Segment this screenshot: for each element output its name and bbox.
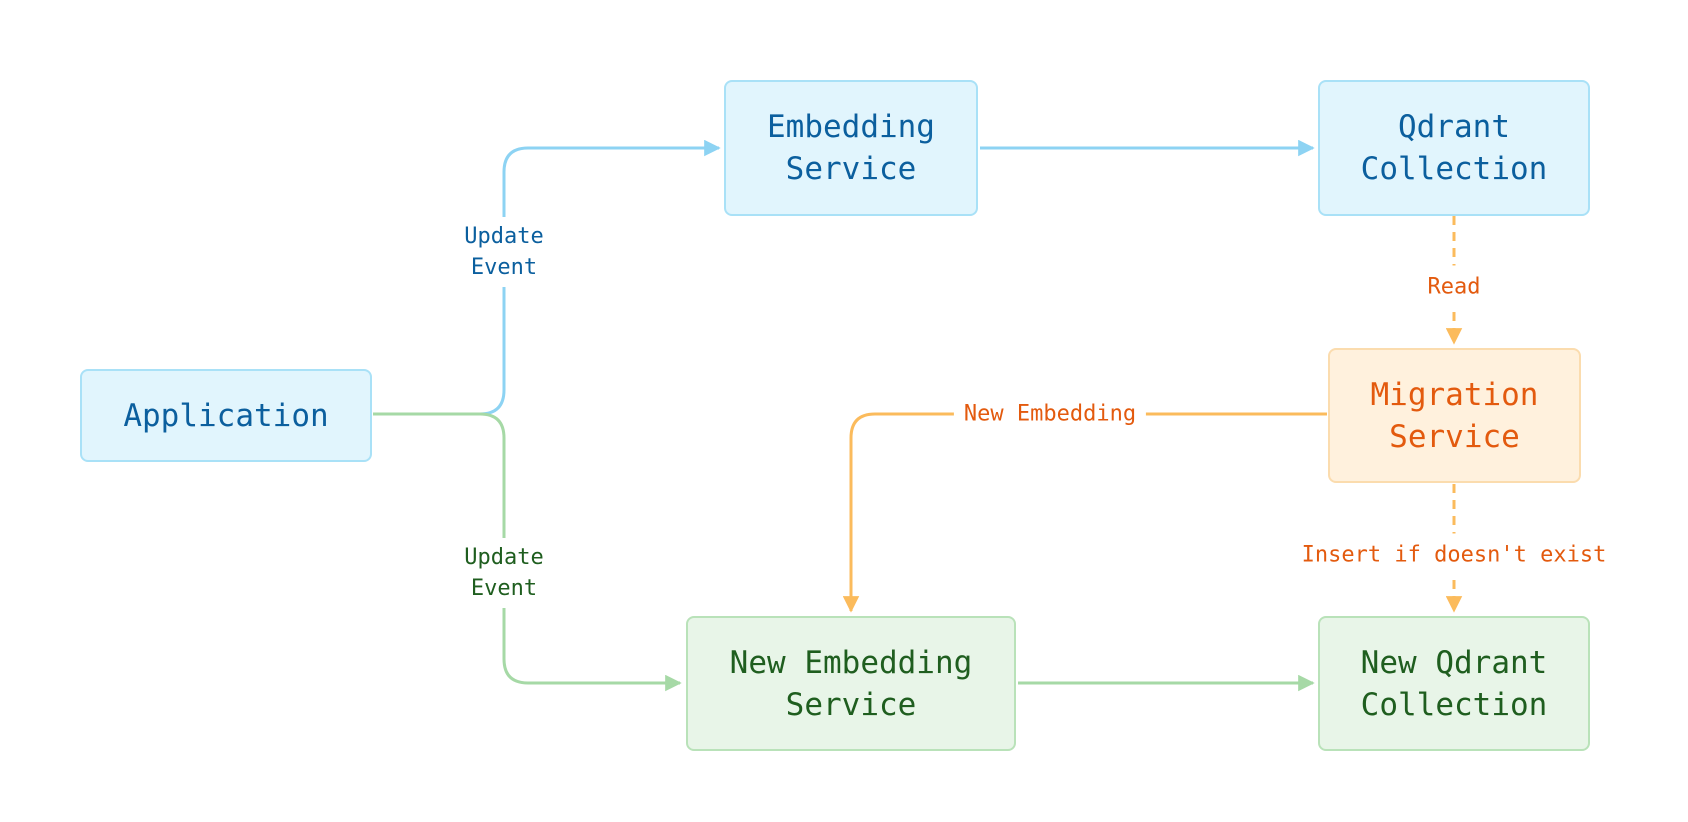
edge-label-read: Read — [1423, 265, 1485, 309]
embedding-service-label-line1: Embedding — [767, 109, 935, 145]
new-embedding-service-node: New Embedding Service — [686, 616, 1016, 751]
new-embedding-service-label-line2: Service — [785, 686, 917, 723]
edge-label-update-event-top-line2: Event — [470, 255, 538, 280]
edge-label-update-event-top: Update Event — [458, 217, 550, 287]
qdrant-collection-node: Qdrant Collection — [1318, 80, 1590, 216]
edge-label-new-embedding-text: New Embedding — [963, 401, 1137, 427]
edge-label-new-embedding: New Embedding — [953, 398, 1147, 430]
edge-label-insert-if-not-exists: Insert if doesn't exist — [1297, 533, 1611, 577]
edge-migration-service-to-new-embedding-service — [842, 412, 1327, 613]
application-node: Application — [80, 369, 372, 462]
migration-service-label-line2: Service — [1389, 418, 1520, 455]
new-qdrant-collection-node: New Qdrant Collection — [1318, 616, 1590, 751]
edge-label-update-event-bottom-line1: Update — [464, 545, 544, 570]
qdrant-collection-label-line2: Collection — [1360, 151, 1548, 187]
edge-label-update-event-bottom: Update Event — [458, 538, 550, 608]
application-label: Application — [123, 397, 329, 434]
new-embedding-service-label-line1: New Embedding — [729, 644, 973, 681]
edge-label-insert-if-not-exists-text: Insert if doesn't exist — [1301, 542, 1607, 568]
embedding-service-node: Embedding Service — [724, 80, 978, 216]
edge-label-update-event-top-line1: Update — [464, 224, 544, 249]
migration-service-node: Migration Service — [1328, 348, 1581, 483]
edge-label-update-event-bottom-line2: Event — [470, 576, 538, 601]
migration-service-label-line1: Migration — [1370, 376, 1539, 413]
embedding-service-label-line2: Service — [785, 151, 917, 187]
qdrant-collection-label-line1: Qdrant — [1398, 109, 1510, 145]
edge-label-read-text: Read — [1427, 274, 1481, 300]
new-qdrant-collection-label-line1: New Qdrant — [1360, 644, 1548, 681]
new-qdrant-collection-label-line2: Collection — [1360, 686, 1548, 723]
